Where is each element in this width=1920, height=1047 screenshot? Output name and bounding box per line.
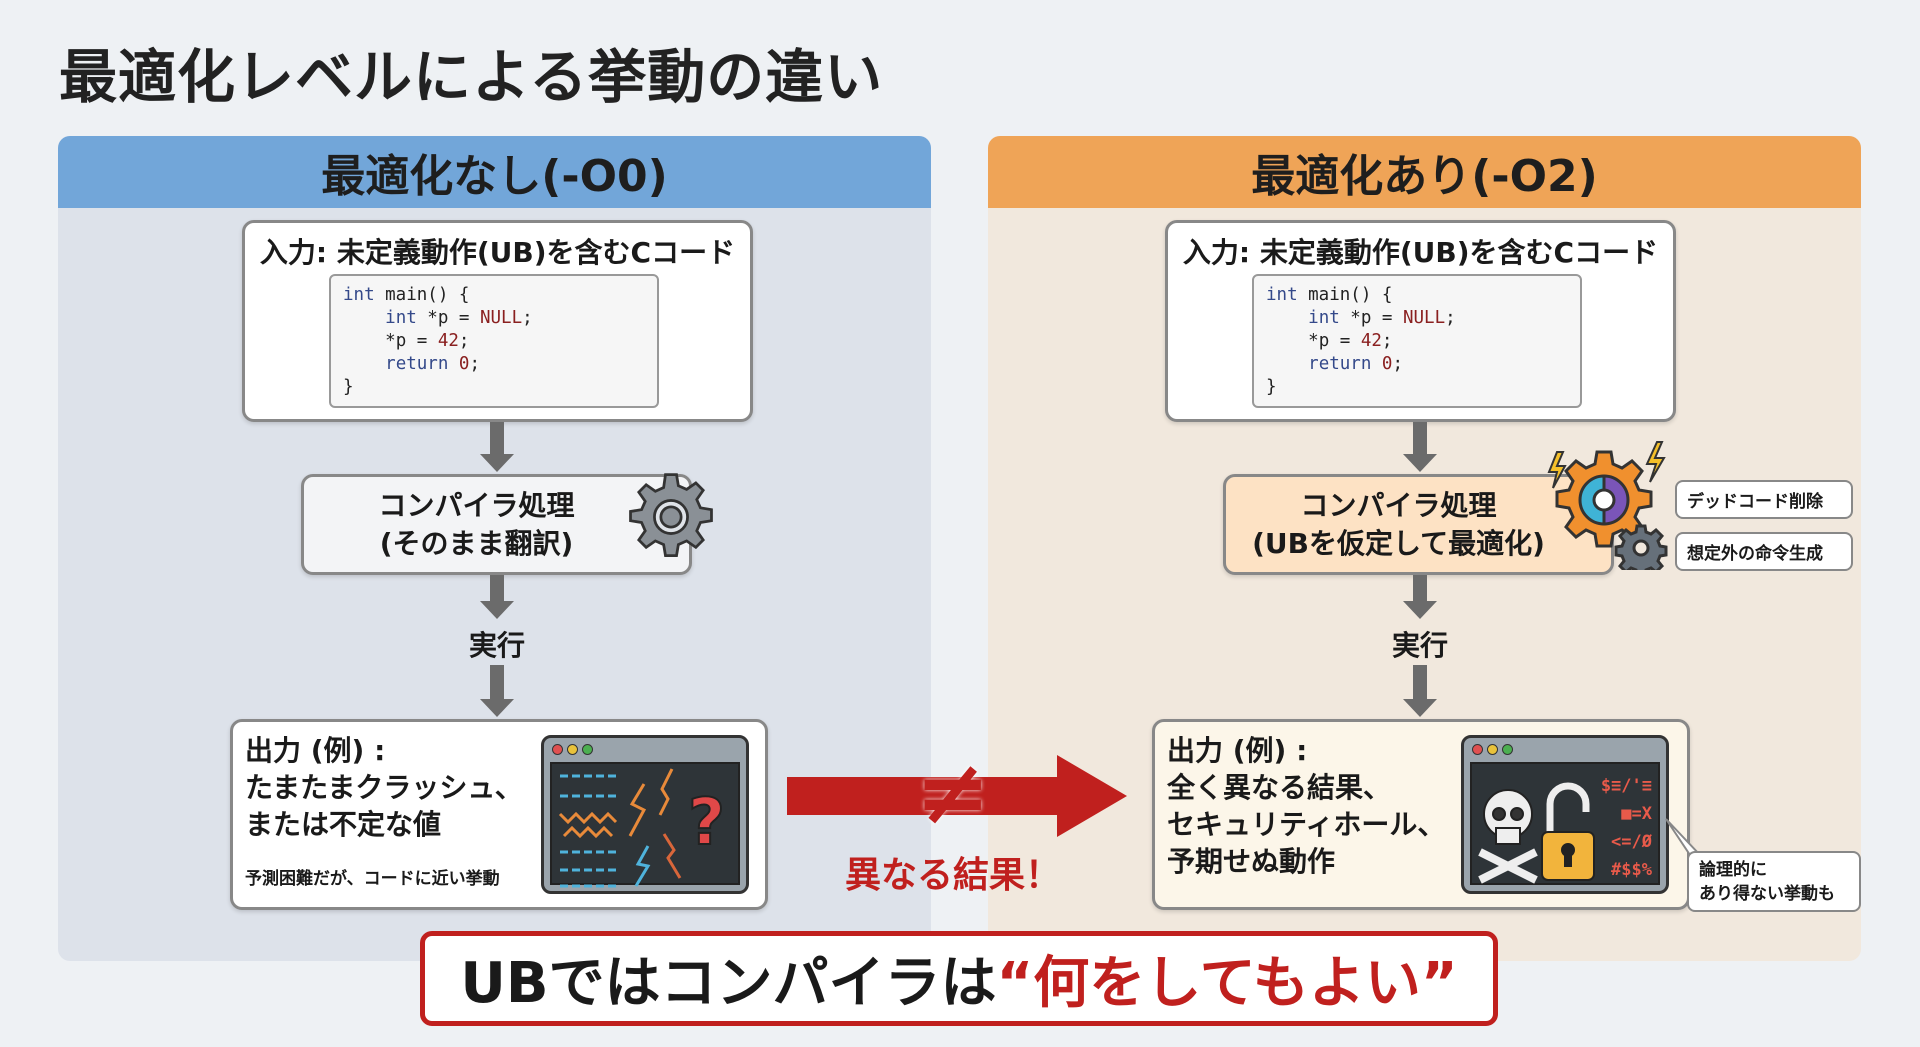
code-token: int: [385, 308, 417, 328]
code-token: NULL: [1402, 308, 1446, 328]
code-token: ;: [458, 331, 470, 351]
code-token: }: [343, 377, 354, 397]
input-title: 入力: 未定義動作(UB)を含むCコード: [1182, 236, 1659, 269]
garbled-text: #$$%: [1611, 860, 1652, 880]
code-token: return: [385, 354, 449, 374]
output-text: 予期せぬ動作: [1167, 845, 1336, 878]
code-token: ;: [1381, 331, 1393, 351]
code-token: [1371, 354, 1382, 374]
panel-header: 最適化あり(-O2): [988, 136, 1861, 208]
output-box: 出力 (例) : たまたまクラッシュ、 または不定な値 予測困難だが、コードに近…: [230, 719, 768, 910]
skull-crossbones-icon: [1478, 789, 1538, 884]
code-token: return: [1308, 354, 1372, 374]
execute-label: 実行: [1391, 629, 1448, 662]
banner-text: UBではコンパイラは: [460, 951, 997, 1016]
down-arrow: [480, 575, 514, 619]
down-arrow: [480, 422, 514, 472]
execute-label: 実行: [468, 629, 525, 662]
page-title: 最適化レベルによる挙動の違い: [59, 43, 884, 111]
gear-icon: [629, 473, 713, 558]
code-token: int: [1266, 285, 1298, 305]
callout-dead-code-removal: デッドコード削除: [1675, 480, 1853, 519]
compiler-box: コンパイラ処理 (UBを仮定して最適化): [1223, 474, 1614, 575]
banner-emphasis: “何をしてもよい”: [996, 951, 1458, 1016]
input-code-box: 入力: 未定義動作(UB)を含むCコード int main() { int *p…: [1165, 220, 1676, 422]
code-token: 0: [1381, 354, 1393, 374]
code-token: *p =: [1339, 308, 1403, 328]
code-token: ;: [522, 308, 533, 328]
callout-text: 論理的に: [1699, 859, 1767, 880]
different-result-label: 異なる結果！: [845, 855, 1062, 896]
garbled-text: <=/Ø: [1611, 832, 1652, 852]
output-text: セキュリティホール、: [1167, 808, 1446, 841]
terminal-crash-icon: ?: [541, 735, 749, 894]
output-text: たまたまクラッシュ、: [245, 771, 523, 804]
output-text: 全く異なる結果、: [1167, 771, 1392, 804]
output-label: 出力 (例) :: [245, 734, 386, 767]
code-token: main() {: [374, 285, 470, 305]
garbled-text: ■=X: [1621, 804, 1652, 824]
optimizing-gear-icon: [1547, 441, 1668, 570]
code-block: int main() { int *p = NULL; *p = 42; ret…: [1252, 274, 1582, 408]
compiler-sublabel: (UBを仮定して最適化): [1252, 526, 1545, 560]
compiler-label: コンパイラ処理: [1300, 488, 1497, 522]
question-mark-icon: ?: [688, 786, 725, 860]
code-token: *p =: [416, 308, 480, 328]
code-token: int: [343, 285, 375, 305]
not-equal-icon: ≠: [915, 740, 991, 845]
output-note: 予測困難だが、コードに近い挙動: [245, 869, 500, 889]
different-result-arrow: [787, 755, 1127, 837]
code-token: *p =: [385, 331, 438, 351]
input-title: 入力: 未定義動作(UB)を含むCコード: [259, 236, 736, 269]
garbled-text: $≡/'≡: [1600, 776, 1652, 796]
code-token: ;: [1445, 308, 1456, 328]
garbled-output: $≡/'≡ ■=X <=/Ø #$$%: [1601, 772, 1652, 884]
code-token: [448, 354, 459, 374]
input-code-box: 入力: 未定義動作(UB)を含むCコード int main() { int *p…: [242, 220, 753, 422]
code-token: }: [1266, 377, 1277, 397]
code-token: ;: [469, 354, 481, 374]
panel-header: 最適化なし(-O0): [58, 136, 931, 208]
code-token: int: [1308, 308, 1340, 328]
callout-illogical-behavior: 論理的に あり得ない挙動も: [1687, 851, 1861, 912]
callout-unexpected-instructions: 想定外の命令生成: [1675, 532, 1853, 571]
output-label: 出力 (例) :: [1167, 734, 1308, 767]
code-token: 42: [1360, 331, 1382, 351]
output-text: または不定な値: [245, 808, 442, 841]
code-token: *p =: [1308, 331, 1361, 351]
down-arrow: [480, 665, 514, 717]
compiler-label: コンパイラ処理: [378, 488, 575, 522]
down-arrow: [1403, 665, 1437, 717]
compiler-sublabel: (そのまま翻訳): [379, 526, 574, 560]
code-token: 42: [437, 331, 459, 351]
output-box: 出力 (例) : 全く異なる結果、 セキュリティホール、 予期せぬ動作 $≡/'…: [1152, 719, 1690, 910]
callout-text: あり得ない挙動も: [1699, 883, 1835, 904]
code-block: int main() { int *p = NULL; *p = 42; ret…: [329, 274, 659, 408]
down-arrow: [1403, 422, 1437, 472]
code-token: ;: [1392, 354, 1404, 374]
unlocked-padlock-icon: [1541, 782, 1595, 881]
code-token: main() {: [1297, 285, 1393, 305]
terminal-security-icon: $≡/'≡ ■=X <=/Ø #$$%: [1461, 735, 1669, 894]
code-token: NULL: [479, 308, 523, 328]
down-arrow: [1403, 575, 1437, 619]
conclusion-banner: UBではコンパイラは“何をしてもよい”: [420, 931, 1498, 1026]
code-token: 0: [458, 354, 470, 374]
